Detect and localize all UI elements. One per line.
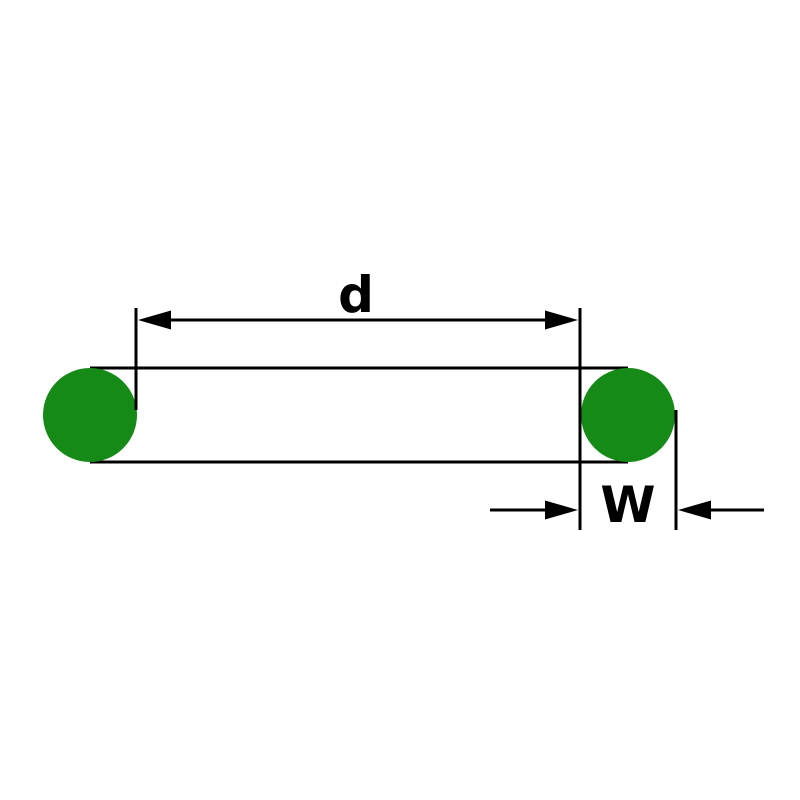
w-dimension-label: W	[600, 476, 655, 534]
w-arrowhead-right-icon	[678, 500, 711, 520]
oring-right-cross-section	[581, 368, 675, 462]
d-arrowhead-left-icon	[138, 310, 171, 330]
oring-left-cross-section	[43, 368, 137, 462]
d-arrowhead-right-icon	[545, 310, 578, 330]
d-dimension-label: d	[338, 266, 374, 324]
w-arrowhead-left-icon	[545, 500, 578, 520]
